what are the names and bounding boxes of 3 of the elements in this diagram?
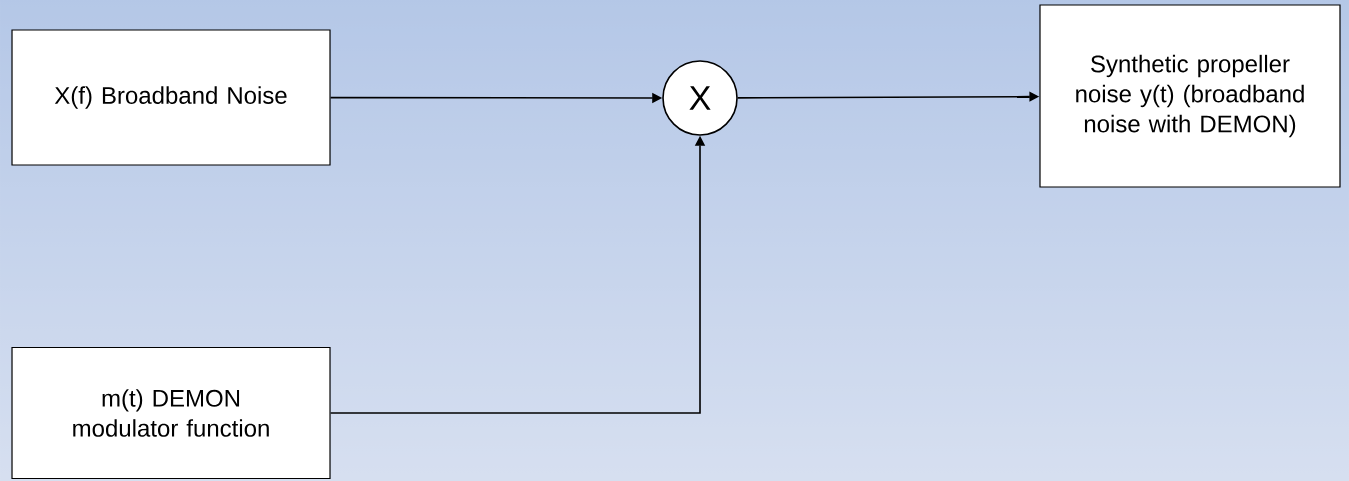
process-box: X(f) Broadband Noise (11, 29, 331, 166)
process-box: m(t) DEMON modulator function (11, 346, 331, 480)
process-box: Synthetic propeller noise y(t) (broadband noise with DEMON) (1039, 4, 1341, 188)
